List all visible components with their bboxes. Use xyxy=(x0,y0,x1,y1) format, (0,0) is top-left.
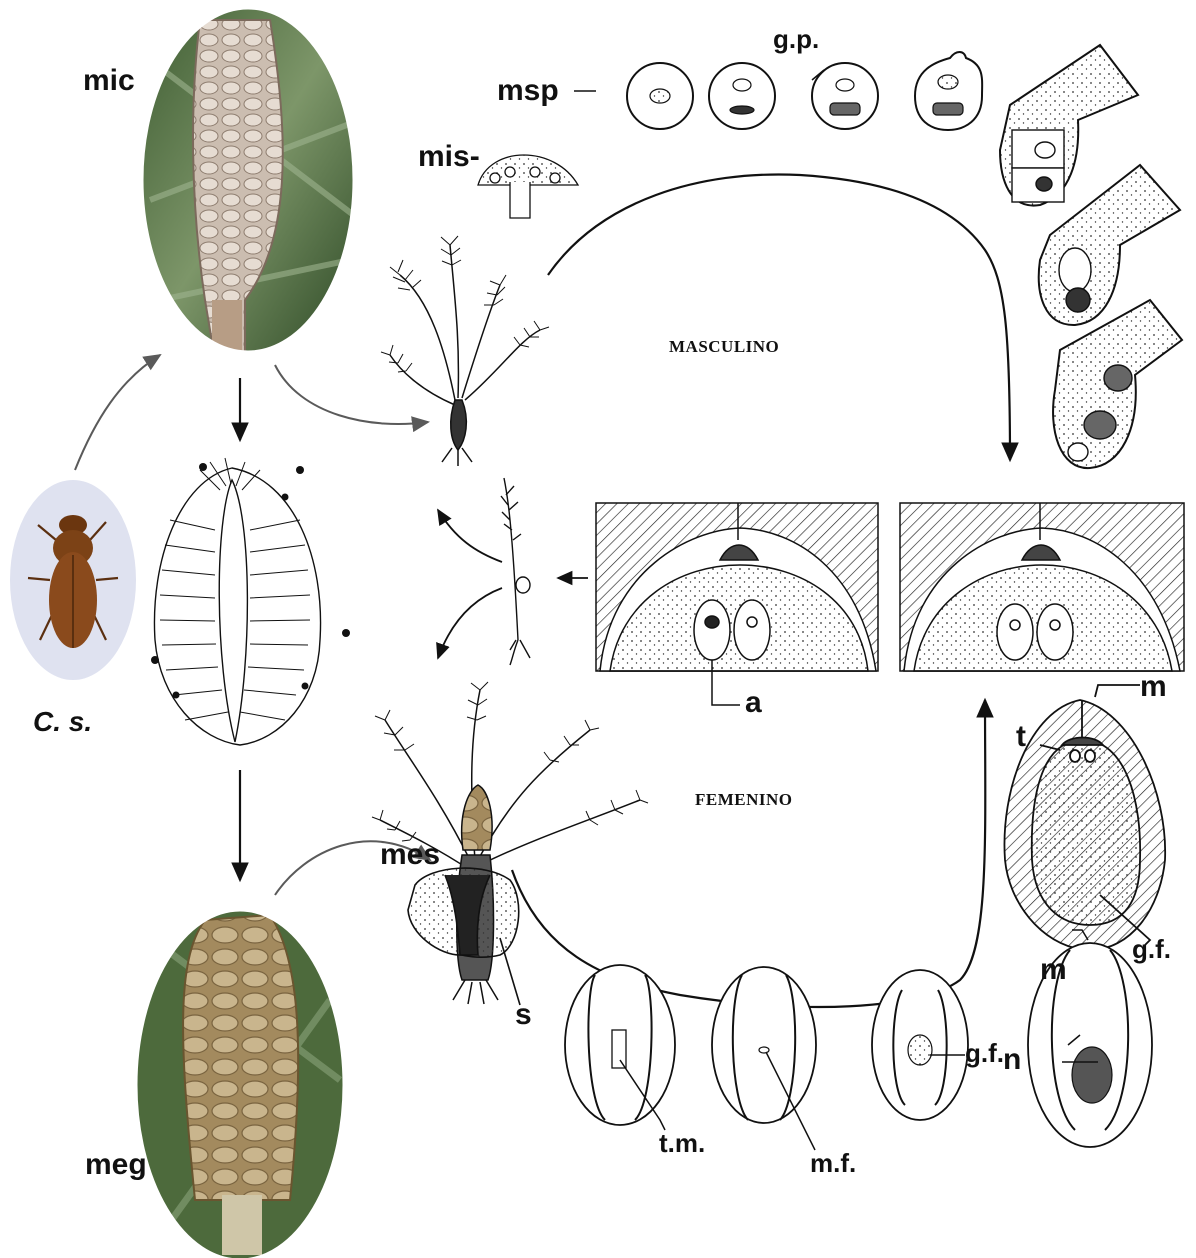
label-a: a xyxy=(745,688,762,718)
beetle-photo xyxy=(10,480,136,680)
label-gf-upper: g.f. xyxy=(1132,936,1171,962)
label-m-upper: m xyxy=(1140,672,1167,702)
megasporophyll-illustration xyxy=(408,868,520,1005)
seedling-illustration xyxy=(501,478,530,665)
archegonium-panel-left xyxy=(596,503,878,705)
cone-section-illustration xyxy=(151,458,350,745)
label-mes: mes xyxy=(380,840,440,870)
male-cone-photo xyxy=(142,8,360,360)
archegonium-panel-right xyxy=(900,503,1184,671)
pollen-tubes xyxy=(1000,45,1182,468)
microspores-row xyxy=(574,52,982,130)
female-cone-photo xyxy=(136,910,344,1258)
male-plant-illustration xyxy=(381,236,549,466)
microsporophyll-illustration xyxy=(478,155,578,218)
label-gp: g.p. xyxy=(773,26,819,52)
label-s: s xyxy=(515,1000,532,1030)
label-t: t xyxy=(1016,722,1026,752)
label-gf-lower: g.f. xyxy=(965,1040,1004,1066)
label-mic: mic xyxy=(83,66,135,96)
label-msp: msp xyxy=(497,76,559,106)
label-tm: t.m. xyxy=(659,1130,705,1156)
label-cs: C. s. xyxy=(33,708,92,736)
label-n: n xyxy=(1003,1045,1021,1075)
seedling-arrows xyxy=(438,510,588,658)
label-masculino: MASCULINO xyxy=(669,338,779,355)
label-mis: mis- xyxy=(418,142,480,172)
label-m-lower: m xyxy=(1040,955,1067,985)
label-femenino: FEMENINO xyxy=(695,791,793,808)
label-mf: m.f. xyxy=(810,1150,856,1176)
mature-ovule xyxy=(1004,685,1165,950)
label-meg: meg xyxy=(85,1150,147,1180)
